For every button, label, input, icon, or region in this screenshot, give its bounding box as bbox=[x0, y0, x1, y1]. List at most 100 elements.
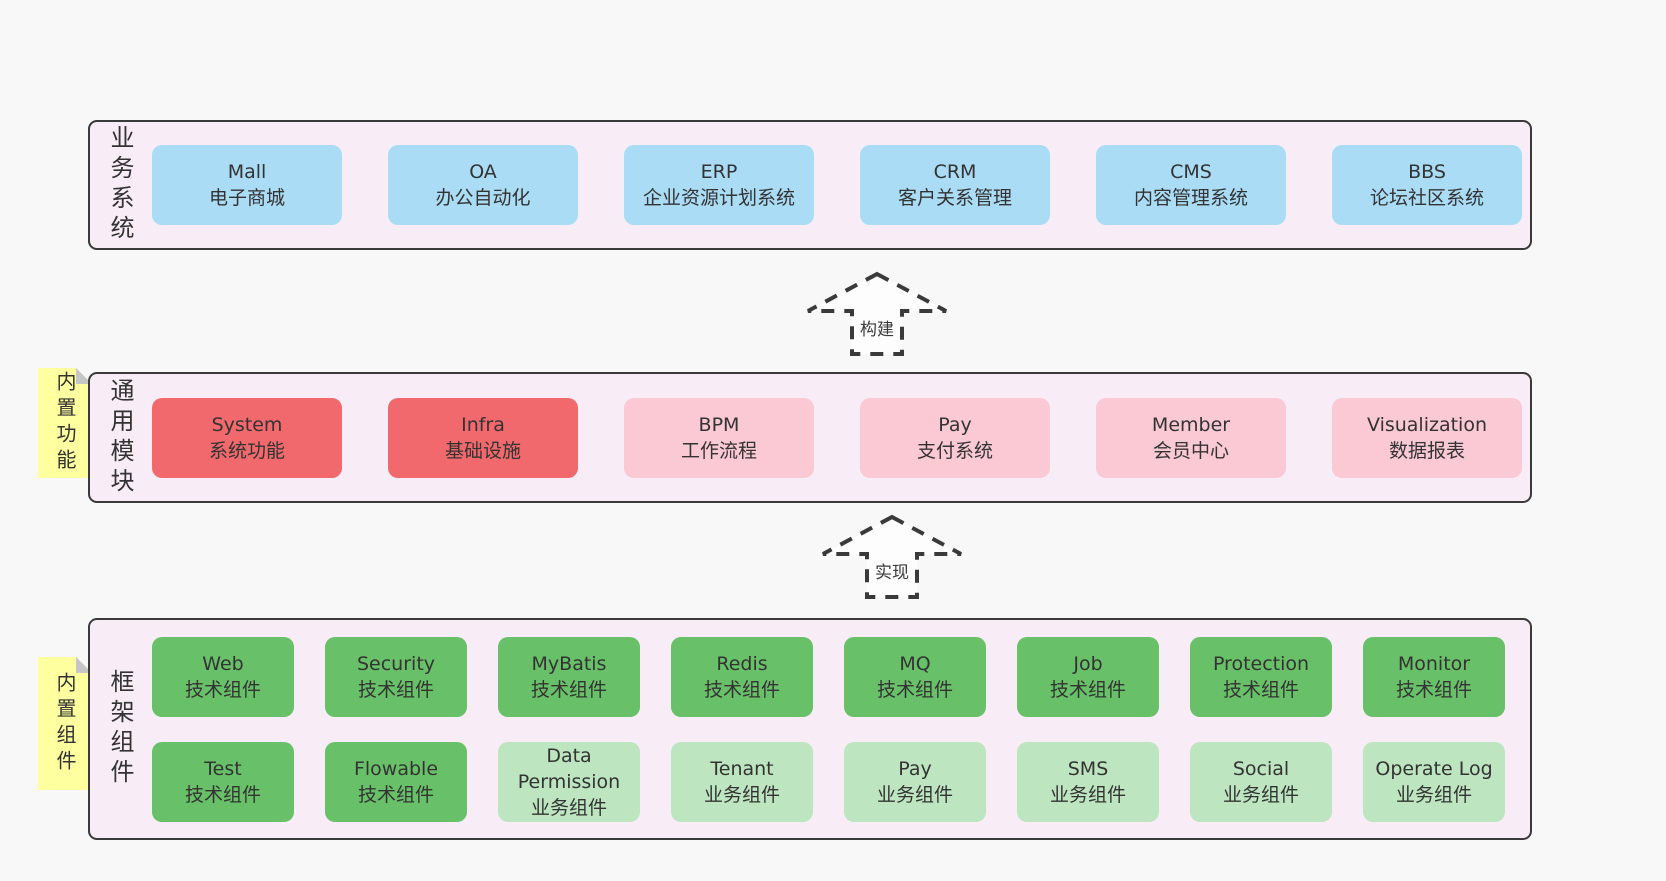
box-subtitle: 业务组件 bbox=[530, 796, 607, 819]
box-title: Visualization bbox=[1366, 413, 1487, 436]
box-oa: OA 办公自动化 bbox=[388, 145, 578, 225]
box-subtitle: 支付系统 bbox=[916, 439, 993, 462]
dashed-up-arrow-implement: 实现 bbox=[820, 514, 964, 600]
box-subtitle: 业务组件 bbox=[1395, 783, 1472, 806]
box-web: Web 技术组件 bbox=[152, 636, 294, 717]
box-mall: Mall 电子商城 bbox=[152, 145, 342, 225]
box-subtitle: 技术组件 bbox=[530, 678, 607, 701]
box-redis: Redis 技术组件 bbox=[671, 636, 813, 717]
box-title: MQ bbox=[899, 652, 931, 675]
arrow-implement-text: 实现 bbox=[873, 563, 911, 583]
box-cms: CMS 内容管理系统 bbox=[1096, 145, 1286, 225]
up-arrow-icon bbox=[807, 271, 947, 356]
box-title: Protection bbox=[1212, 652, 1310, 675]
box-subtitle: 业务组件 bbox=[703, 783, 780, 806]
box-title: Pay bbox=[938, 413, 972, 436]
box-pay-business: Pay 业务组件 bbox=[844, 741, 986, 822]
box-subtitle: 技术组件 bbox=[703, 678, 780, 701]
box-subtitle: 数据报表 bbox=[1388, 439, 1465, 462]
box-title: CRM bbox=[933, 161, 977, 183]
box-flowable: Flowable 技术组件 bbox=[325, 741, 467, 822]
box-title: Flowable bbox=[353, 757, 439, 780]
box-title: Web bbox=[202, 652, 244, 675]
sticky-label: 内置功能 bbox=[53, 371, 77, 475]
box-title: System bbox=[211, 413, 283, 436]
box-title: BBS bbox=[1408, 161, 1446, 183]
box-title: CMS bbox=[1170, 161, 1212, 183]
box-title: Operate Log bbox=[1375, 757, 1493, 780]
box-title: Data Permission bbox=[517, 744, 621, 793]
box-infra: Infra 基础设施 bbox=[388, 397, 578, 478]
arrow-build-text: 构建 bbox=[858, 320, 896, 340]
box-title: Member bbox=[1151, 413, 1231, 436]
box-title: Tenant bbox=[710, 757, 774, 780]
box-title: ERP bbox=[700, 161, 738, 183]
box-subtitle: 业务组件 bbox=[1049, 783, 1126, 806]
band-label-framework-components: 框架组件 bbox=[106, 669, 134, 789]
module-boxes: System 系统功能 Infra 基础设施 BPM 工作流程 Pay 支付系统… bbox=[152, 397, 1522, 478]
box-job: Job 技术组件 bbox=[1017, 636, 1159, 717]
box-title: MyBatis bbox=[531, 652, 607, 675]
box-subtitle: 基础设施 bbox=[444, 439, 521, 462]
box-data-permission: Data Permission 业务组件 bbox=[498, 741, 640, 822]
box-subtitle: 业务组件 bbox=[1222, 783, 1299, 806]
box-title: BPM bbox=[698, 413, 740, 436]
box-subtitle: 技术组件 bbox=[1222, 678, 1299, 701]
box-subtitle: 会员中心 bbox=[1152, 439, 1229, 462]
box-subtitle: 技术组件 bbox=[876, 678, 953, 701]
band-label-common-modules: 通用模块 bbox=[106, 377, 134, 498]
box-security: Security 技术组件 bbox=[325, 636, 467, 717]
component-row-1: Web 技术组件 Security 技术组件 MyBatis 技术组件 Redi… bbox=[152, 636, 1505, 717]
box-subtitle: 工作流程 bbox=[680, 439, 757, 462]
arrow-implement-label: 实现 bbox=[820, 558, 964, 583]
box-subtitle: 电子商城 bbox=[208, 187, 285, 209]
box-title: Job bbox=[1073, 652, 1103, 675]
box-erp: ERP 企业资源计划系统 bbox=[624, 145, 814, 225]
box-mybatis: MyBatis 技术组件 bbox=[498, 636, 640, 717]
box-title: Pay bbox=[898, 757, 932, 780]
box-social: Social 业务组件 bbox=[1190, 741, 1332, 822]
box-tenant: Tenant 业务组件 bbox=[671, 741, 813, 822]
up-arrow-icon bbox=[822, 514, 962, 599]
box-bbs: BBS 论坛社区系统 bbox=[1332, 145, 1522, 225]
arrow-build-label: 构建 bbox=[805, 315, 949, 340]
box-subtitle: 客户关系管理 bbox=[897, 187, 1012, 209]
box-title: OA bbox=[469, 161, 497, 183]
box-subtitle: 企业资源计划系统 bbox=[642, 187, 795, 209]
sticky-note-built-in-features: 内置功能 bbox=[38, 368, 92, 478]
box-title: SMS bbox=[1067, 757, 1109, 780]
box-sms: SMS 业务组件 bbox=[1017, 741, 1159, 822]
business-boxes: Mall 电子商城 OA 办公自动化 ERP 企业资源计划系统 CRM 客户关系… bbox=[152, 145, 1522, 225]
box-title: Social bbox=[1232, 757, 1290, 780]
sticky-note-built-in-components: 内置组件 bbox=[38, 657, 92, 790]
dashed-up-arrow-build: 构建 bbox=[805, 271, 949, 357]
box-visualization: Visualization 数据报表 bbox=[1332, 397, 1522, 478]
box-title: Redis bbox=[716, 652, 768, 675]
box-bpm: BPM 工作流程 bbox=[624, 397, 814, 478]
box-subtitle: 技术组件 bbox=[184, 783, 261, 806]
box-subtitle: 技术组件 bbox=[1395, 678, 1472, 701]
box-title: Test bbox=[204, 757, 242, 780]
box-test: Test 技术组件 bbox=[152, 741, 294, 822]
box-member: Member 会员中心 bbox=[1096, 397, 1286, 478]
box-title: Mall bbox=[227, 161, 267, 183]
box-subtitle: 内容管理系统 bbox=[1133, 187, 1248, 209]
component-row-2: Test 技术组件 Flowable 技术组件 Data Permission … bbox=[152, 741, 1505, 822]
box-monitor: Monitor 技术组件 bbox=[1363, 636, 1505, 717]
band-business-systems: 业务系统 Mall 电子商城 OA 办公自动化 ERP 企业资源计划系统 CRM… bbox=[88, 120, 1532, 250]
box-title: Monitor bbox=[1397, 652, 1471, 675]
box-subtitle: 技术组件 bbox=[184, 678, 261, 701]
box-subtitle: 技术组件 bbox=[357, 678, 434, 701]
box-mq: MQ 技术组件 bbox=[844, 636, 986, 717]
band-common-modules: 通用模块 System 系统功能 Infra 基础设施 BPM 工作流程 Pay… bbox=[88, 372, 1532, 503]
band-label-business-systems: 业务系统 bbox=[106, 125, 134, 245]
box-subtitle: 技术组件 bbox=[1049, 678, 1126, 701]
component-rows: Web 技术组件 Security 技术组件 MyBatis 技术组件 Redi… bbox=[152, 636, 1505, 822]
sticky-label: 内置组件 bbox=[53, 671, 77, 776]
box-operate-log: Operate Log 业务组件 bbox=[1363, 741, 1505, 822]
box-subtitle: 论坛社区系统 bbox=[1369, 187, 1484, 209]
box-subtitle: 技术组件 bbox=[357, 783, 434, 806]
box-pay: Pay 支付系统 bbox=[860, 397, 1050, 478]
band-framework-components: 框架组件 Web 技术组件 Security 技术组件 MyBatis 技术组件… bbox=[88, 618, 1532, 840]
